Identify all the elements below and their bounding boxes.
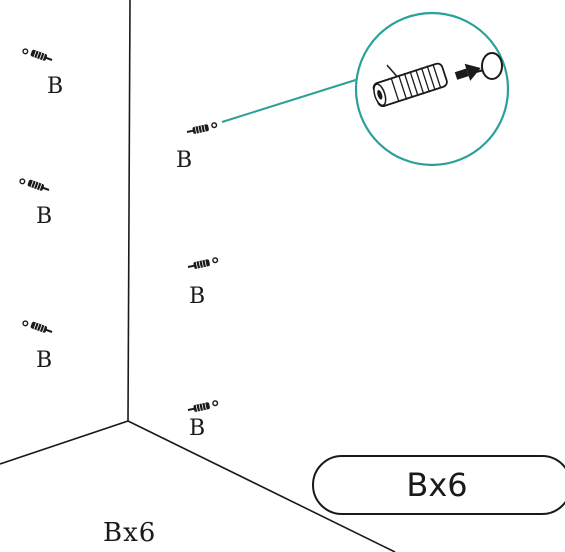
back-wall-anchor-1-icon xyxy=(185,121,219,137)
screw-ring-icon xyxy=(475,52,503,80)
back-wall-anchor-2-icon xyxy=(186,256,220,272)
back-wall-anchor-3-icon xyxy=(186,399,220,415)
wall-plug-anchor-icon xyxy=(372,62,448,108)
back-wall-anchor-1-label: B xyxy=(176,148,193,173)
room-edges xyxy=(0,0,396,552)
left-wall-anchor-3-icon xyxy=(21,317,55,337)
left-wall-anchor-2-icon xyxy=(18,175,52,195)
left-wall-anchor-2-label: B xyxy=(36,204,53,229)
left-wall-anchor-1-label: B xyxy=(47,74,64,99)
left-wall-anchor-3-label: B xyxy=(36,348,53,373)
back-wall-anchor-2-label: B xyxy=(189,284,206,309)
part-count-caption: Bx6 xyxy=(103,518,157,548)
detail-magnifier-icon xyxy=(354,11,510,167)
back-wall-anchor-3-label: B xyxy=(189,416,206,441)
quantity-badge: Bx6 xyxy=(312,455,565,515)
quantity-badge-text: Bx6 xyxy=(406,466,468,504)
left-wall-anchor-1-icon xyxy=(21,45,55,65)
detail-leader-line xyxy=(221,77,363,123)
insert-arrow-icon xyxy=(454,63,481,81)
